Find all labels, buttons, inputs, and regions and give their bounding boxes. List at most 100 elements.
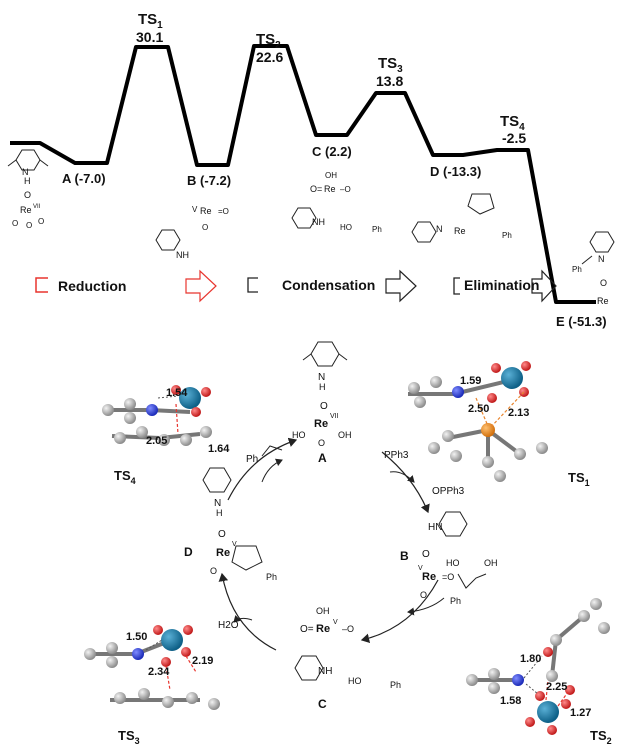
svg-text:O: O bbox=[26, 221, 32, 230]
cycle-arrow-b-c bbox=[360, 579, 439, 643]
svg-text:D: D bbox=[184, 545, 193, 559]
svg-text:OH: OH bbox=[338, 430, 352, 440]
stage-reduction: Reduction bbox=[58, 278, 126, 294]
svg-text:TS4: TS4 bbox=[114, 468, 136, 486]
svg-text:N: N bbox=[598, 254, 605, 264]
svg-text:2.19: 2.19 bbox=[192, 655, 213, 667]
svg-text:Ph: Ph bbox=[372, 225, 382, 234]
profile-structure-b: NH Re V =O O bbox=[155, 205, 229, 260]
reagent-h2o: H2O bbox=[218, 620, 239, 631]
h2o-arrow bbox=[233, 614, 253, 623]
svg-text:OH: OH bbox=[316, 606, 330, 616]
profile-structure-c: OH O= Re –O NH HO Ph bbox=[291, 171, 382, 234]
condensation-arrow bbox=[385, 269, 417, 303]
energy-profile: TS1 30.1 TS2 22.6 TS3 13.8 TS4 -2.5 A (-… bbox=[7, 11, 615, 329]
cycle-node-c: OH O= Re V –O NH HO Ph C bbox=[294, 606, 401, 711]
styrene-product: Ph bbox=[246, 445, 283, 465]
stage-elimination: Elimination bbox=[464, 277, 539, 293]
svg-text:1.58: 1.58 bbox=[500, 695, 521, 707]
svg-text:N: N bbox=[214, 498, 221, 509]
state-a-label: A (-7.0) bbox=[62, 171, 106, 186]
svg-text:Re: Re bbox=[314, 418, 328, 430]
pph3-arrow bbox=[389, 471, 415, 483]
ts3-energy: 13.8 bbox=[376, 73, 403, 89]
cycle-arrow-c-d bbox=[218, 572, 277, 651]
ph-elim-arrow bbox=[261, 458, 283, 483]
state-c-label: C (2.2) bbox=[312, 144, 352, 159]
cycle-node-a: N H O Re VII HO OH O A bbox=[292, 341, 352, 465]
diol-arrow bbox=[407, 597, 445, 616]
svg-text:C: C bbox=[318, 697, 327, 711]
stage-condensation: Condensation bbox=[282, 277, 375, 293]
svg-text:H: H bbox=[319, 382, 326, 392]
svg-text:V: V bbox=[418, 565, 423, 572]
diol-substrate: HO OH Ph bbox=[446, 558, 498, 606]
svg-text:1.50: 1.50 bbox=[126, 631, 147, 643]
energy-profile-line bbox=[10, 44, 596, 304]
svg-text:N: N bbox=[436, 224, 443, 234]
reduction-arrow bbox=[185, 269, 217, 303]
ts4-structure: 1.54 2.05 1.64 TS4 bbox=[102, 385, 230, 486]
svg-text:Re: Re bbox=[316, 623, 330, 635]
cycle-arrow-a-b bbox=[381, 451, 430, 514]
svg-text:TS1: TS1 bbox=[568, 470, 590, 488]
profile-structure-d: N Re Ph bbox=[411, 193, 512, 243]
profile-structure-e: N O Re Ph bbox=[572, 231, 615, 306]
svg-text:NH: NH bbox=[312, 217, 325, 227]
svg-text:A: A bbox=[318, 451, 327, 465]
svg-text:N: N bbox=[22, 167, 29, 177]
svg-text:O: O bbox=[600, 278, 607, 288]
svg-text:Ph: Ph bbox=[390, 680, 401, 690]
svg-text:HO: HO bbox=[446, 558, 460, 568]
svg-text:O: O bbox=[318, 438, 325, 448]
svg-text:–O: –O bbox=[340, 185, 351, 194]
svg-text:Re: Re bbox=[454, 226, 466, 236]
svg-text:O: O bbox=[420, 590, 427, 600]
svg-text:HO: HO bbox=[340, 223, 352, 232]
svg-text:2.34: 2.34 bbox=[148, 666, 170, 678]
state-e-label: E (-51.3) bbox=[556, 314, 607, 329]
svg-text:Ph: Ph bbox=[266, 572, 277, 582]
svg-text:2.13: 2.13 bbox=[508, 407, 529, 419]
svg-text:OH: OH bbox=[325, 171, 337, 180]
ts2-label: TS2 bbox=[256, 31, 281, 51]
svg-text:O: O bbox=[422, 549, 430, 560]
svg-text:O: O bbox=[38, 217, 44, 226]
svg-text:O: O bbox=[210, 566, 217, 576]
svg-text:Re: Re bbox=[216, 547, 230, 559]
reduction-bracket bbox=[35, 277, 48, 293]
svg-text:1.54: 1.54 bbox=[166, 387, 188, 399]
state-b-label: B (-7.2) bbox=[187, 173, 231, 188]
svg-text:V: V bbox=[232, 541, 237, 548]
svg-text:TS3: TS3 bbox=[118, 728, 140, 746]
svg-text:Ph: Ph bbox=[450, 596, 461, 606]
svg-text:H: H bbox=[24, 176, 31, 186]
elimination-bracket bbox=[453, 277, 460, 295]
svg-text:O: O bbox=[202, 223, 208, 232]
ts1-energy: 30.1 bbox=[136, 29, 163, 45]
ts1-label: TS1 bbox=[138, 11, 163, 31]
svg-text:–O: –O bbox=[342, 624, 354, 634]
reagent-pph3: PPh3 bbox=[384, 450, 409, 461]
svg-text:NH: NH bbox=[318, 666, 332, 677]
svg-text:H: H bbox=[216, 508, 223, 518]
svg-text:1.80: 1.80 bbox=[520, 653, 541, 665]
svg-text:V: V bbox=[192, 205, 198, 214]
profile-structure-a: N H O Re VII O O O bbox=[7, 149, 49, 230]
svg-text:1.64: 1.64 bbox=[208, 443, 230, 455]
svg-text:1.27: 1.27 bbox=[570, 707, 591, 719]
svg-text:HO: HO bbox=[292, 430, 306, 440]
condensation-bracket bbox=[247, 277, 258, 293]
svg-text:Re: Re bbox=[597, 296, 609, 306]
svg-text:O: O bbox=[24, 190, 31, 200]
cycle-node-d: N H O Re V O Ph D bbox=[184, 467, 277, 582]
svg-text:O=: O= bbox=[300, 624, 314, 635]
svg-text:VII: VII bbox=[330, 413, 339, 420]
svg-text:NH: NH bbox=[176, 250, 189, 260]
ts2-structure: 1.80 1.58 2.25 1.27 TS2 bbox=[466, 598, 612, 746]
svg-text:=O: =O bbox=[218, 207, 229, 216]
svg-text:2.05: 2.05 bbox=[146, 435, 167, 447]
svg-text:Ph: Ph bbox=[246, 454, 258, 465]
svg-text:Re: Re bbox=[200, 206, 212, 216]
ts3-structure: 1.50 2.34 2.19 TS3 bbox=[84, 625, 220, 746]
